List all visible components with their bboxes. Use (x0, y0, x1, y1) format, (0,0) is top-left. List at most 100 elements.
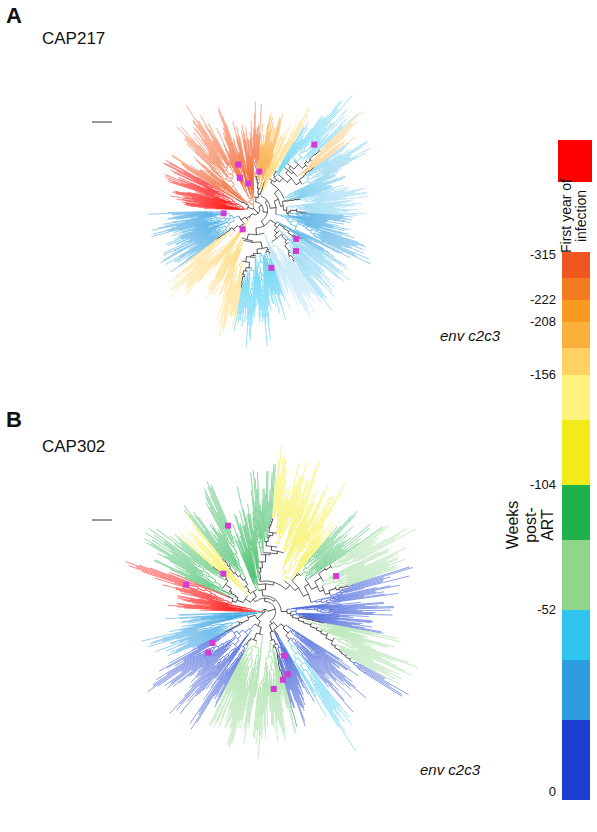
tree-branch (273, 251, 275, 253)
tree-branch (237, 206, 240, 207)
tree-branch (298, 265, 300, 268)
tree-branch (237, 208, 239, 209)
tree-branch (265, 252, 266, 254)
tree-branch (204, 170, 228, 189)
tree-branch (222, 226, 225, 228)
tree-branch (211, 230, 215, 232)
tree-branch (217, 217, 220, 219)
tree-branch (267, 247, 269, 250)
tree-branch (304, 227, 307, 228)
tree-branch (226, 225, 230, 227)
tree-branch (243, 280, 244, 282)
tree-branch (315, 151, 319, 155)
tree-branch (260, 267, 262, 273)
tree-branch (268, 251, 270, 253)
highlight-marker (235, 162, 241, 168)
tree-branch (255, 155, 256, 158)
color-bin (562, 375, 590, 420)
tree-branch (291, 255, 294, 258)
tree-branch (274, 226, 277, 228)
tree-branch (252, 204, 254, 208)
tree-branch (261, 275, 262, 280)
tree-branch (282, 216, 287, 217)
color-bin (562, 348, 590, 375)
tree-branch (243, 274, 244, 276)
tree-branch (263, 268, 265, 274)
tree-branch (235, 276, 236, 281)
tree-branch (231, 255, 232, 257)
tree-branch (300, 199, 301, 200)
tree-arc (274, 178, 280, 182)
tree-branch (303, 150, 305, 152)
color-bin (562, 278, 590, 300)
tree-branch (281, 205, 284, 206)
highlight-marker (293, 248, 299, 254)
tree-branch (292, 221, 319, 229)
tree-branch (314, 201, 315, 202)
tree-branch (260, 174, 262, 177)
tree-arc (239, 216, 244, 223)
tree-branch (229, 198, 233, 200)
tree-branch (303, 174, 305, 176)
tree-branch (257, 249, 258, 253)
tree-branch (199, 121, 226, 163)
tree-branch (288, 211, 290, 212)
tree-branch (232, 208, 239, 209)
tree-arc (290, 245, 291, 246)
tree-branch (262, 273, 263, 275)
tree-branch (255, 257, 256, 309)
tree-branch (289, 166, 291, 168)
tree-arc (212, 254, 213, 255)
tree-arc (274, 224, 279, 230)
tree-branch (174, 191, 226, 203)
tree-branch (205, 194, 228, 201)
tree-branch (226, 170, 230, 175)
tree-branch (304, 211, 306, 212)
tree-branch (284, 139, 303, 167)
tree-branch (320, 148, 324, 151)
tree-branch (230, 224, 245, 247)
tree-branch (288, 123, 303, 150)
tree-branch (290, 210, 296, 211)
highlight-marker (311, 142, 317, 148)
tree-branch (289, 244, 291, 246)
tree-branch (262, 286, 263, 290)
tree-branch (230, 228, 232, 229)
tree-arc (286, 173, 296, 185)
tree-branch (229, 218, 231, 220)
tree-branch (286, 218, 288, 220)
tree-branch (168, 212, 202, 213)
highlight-marker (237, 175, 243, 181)
tree-branch (230, 165, 231, 167)
tree-branch (316, 202, 318, 203)
color-bin (562, 322, 590, 348)
tree-branch (277, 221, 279, 223)
tree-branch (215, 232, 239, 266)
tree-branch (284, 197, 288, 198)
tree-arc (261, 202, 267, 221)
tree-branch (208, 221, 212, 223)
tree-branch (249, 300, 251, 336)
tree-branch (323, 237, 364, 253)
highlight-marker (245, 180, 251, 186)
tree-branch (282, 236, 287, 240)
tree-branch (241, 261, 243, 263)
tree-branch (288, 242, 289, 243)
tree-arc (293, 158, 298, 162)
tree-branch (243, 208, 244, 209)
tree-branch (279, 224, 284, 227)
tree-branch (257, 179, 258, 182)
tree-branch (279, 136, 303, 173)
tree-branch (315, 233, 319, 234)
tree-branch (274, 230, 277, 233)
tree-branch (224, 167, 225, 169)
tree-branch (233, 186, 238, 191)
tree-branch (232, 201, 234, 203)
tree-arc (271, 183, 284, 198)
tree-branch (228, 201, 230, 203)
tree-branch (171, 241, 213, 272)
tree-branch (170, 261, 201, 290)
tree-branch (251, 283, 252, 288)
tree-branch (231, 178, 233, 179)
tree-branch (211, 259, 229, 294)
